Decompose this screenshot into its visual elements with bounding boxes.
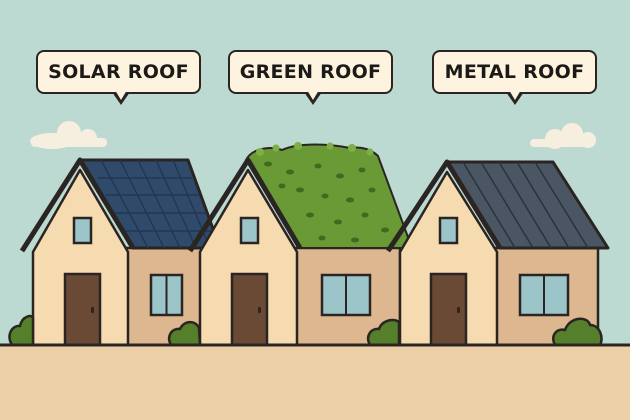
cloud-left-icon <box>30 121 107 149</box>
label-text: GREEN ROOF <box>239 61 382 83</box>
label-metal-roof: METAL ROOF <box>432 50 597 105</box>
bushes <box>8 314 603 347</box>
door <box>230 272 269 347</box>
attic-window <box>72 216 93 245</box>
attic-window <box>239 216 260 245</box>
house-solar-roof <box>19 157 222 347</box>
house-green-roof <box>187 142 414 347</box>
label-text: SOLAR ROOF <box>48 61 189 83</box>
house-metal-roof <box>385 159 610 347</box>
door <box>63 272 102 347</box>
cloud-right-icon <box>530 123 596 149</box>
label-green-roof: GREEN ROOF <box>228 50 393 105</box>
ground <box>0 345 630 420</box>
attic-window <box>438 216 459 245</box>
door <box>429 272 468 347</box>
label-text: METAL ROOF <box>444 61 585 83</box>
label-solar-roof: SOLAR ROOF <box>36 50 201 105</box>
